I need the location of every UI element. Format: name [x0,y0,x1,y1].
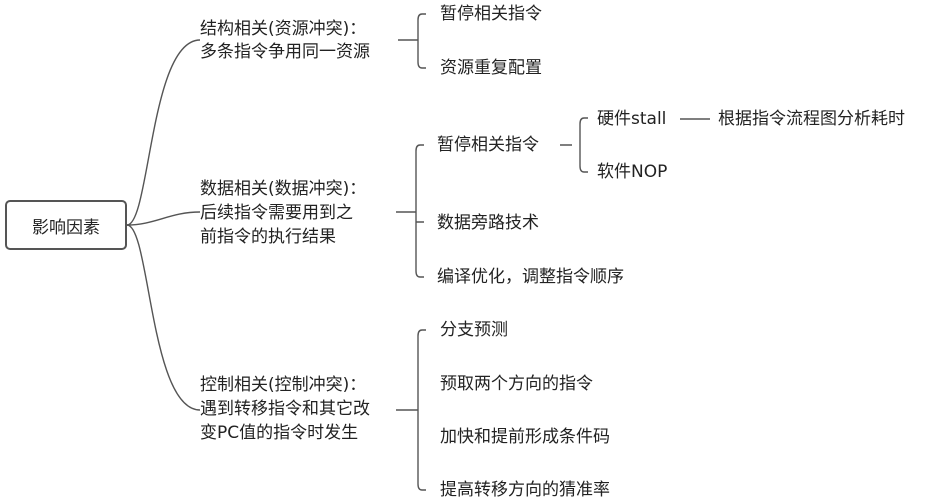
control-child-prefetch[interactable]: 预取两个方向的指令 [440,374,593,394]
structural-child-pause[interactable]: 暂停相关指令 [440,4,542,24]
structural-hazard-title[interactable]: 结构相关(资源冲突)： [200,19,367,39]
bracket-data-mid [408,211,424,223]
control-child-accuracy[interactable]: 提高转移方向的猜准率 [440,480,610,500]
bracket-stall [560,117,588,173]
control-hazard-title[interactable]: 控制相关(控制冲突)： [200,375,367,395]
data-hazard-title[interactable]: 数据相关(数据冲突)： [200,179,367,199]
data-child-compiler[interactable]: 编译优化，调整指令顺序 [437,267,624,287]
hardware-stall-note[interactable]: 根据指令流程图分析耗时 [718,109,905,129]
control-child-branch-prediction[interactable]: 分支预测 [440,320,508,340]
bracket-data [396,144,424,278]
bracket-structural [398,13,426,69]
structural-hazard-desc: 多条指令争用同一资源 [200,42,370,62]
data-hazard-desc-1: 后续指令需要用到之 [200,203,353,223]
bracket-control [396,329,426,491]
connector-root-data [126,211,201,226]
control-hazard-desc-2: 变PC值的指令时发生 [200,423,359,443]
stall-child-software[interactable]: 软件NOP [597,162,668,182]
stall-child-hardware[interactable]: 硬件stall [597,109,667,129]
data-hazard-desc-2: 前指令的执行结果 [200,227,336,247]
control-hazard-desc-1: 遇到转移指令和其它改 [200,399,370,419]
connector-root-structural [126,39,201,226]
data-child-bypass[interactable]: 数据旁路技术 [437,213,539,233]
connector-root-control [126,224,201,411]
data-child-pause[interactable]: 暂停相关指令 [437,135,539,155]
root-node-influencing-factors[interactable]: 影响因素 [5,200,127,250]
control-child-condition-code[interactable]: 加快和提前形成条件码 [440,427,610,447]
structural-child-duplicate[interactable]: 资源重复配置 [440,58,542,78]
